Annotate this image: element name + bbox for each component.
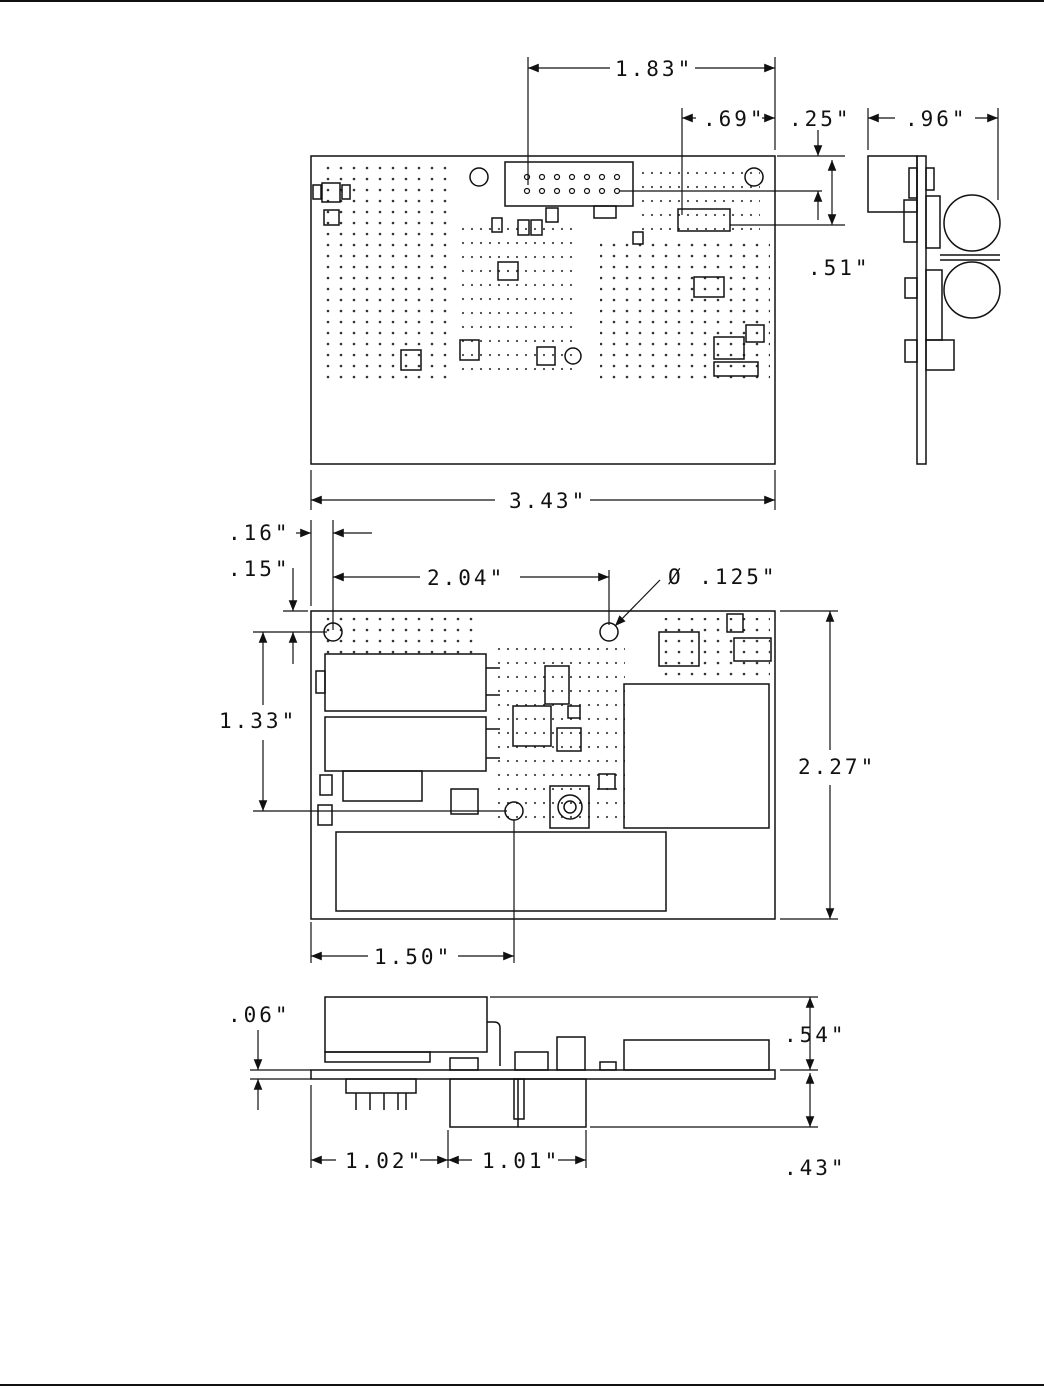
dim-0-15: .15" xyxy=(228,557,291,581)
dim-0-16: .16" xyxy=(228,521,291,545)
bottom-label-area xyxy=(336,832,666,911)
dim-hole-diameter: Ø .125" xyxy=(668,565,778,589)
dim-0-51: .51" xyxy=(808,256,871,280)
dim-0-43: .43" xyxy=(784,1156,847,1180)
dim-3-43: 3.43" xyxy=(509,489,587,513)
dim-1-50: 1.50" xyxy=(374,945,452,969)
dim-0-96: .96" xyxy=(905,107,968,131)
side-jack-1 xyxy=(944,195,1000,251)
top-view xyxy=(311,156,775,464)
dim-1-33: 1.33" xyxy=(219,709,297,733)
top-hole-left xyxy=(470,168,488,186)
bottom-view xyxy=(311,611,775,919)
bottom-module xyxy=(624,684,769,828)
dim-1-02: 1.02" xyxy=(345,1149,423,1173)
dim-0-69: .69" xyxy=(703,107,766,131)
dim-0-25: .25" xyxy=(789,107,852,131)
dim-1-01: 1.01" xyxy=(482,1149,560,1173)
dim-2-04: 2.04" xyxy=(427,566,505,590)
front-view xyxy=(311,997,775,1127)
dim-0-06: .06" xyxy=(228,1003,291,1027)
dim-2-27: 2.27" xyxy=(798,755,876,779)
side-jack-2 xyxy=(944,262,1000,318)
top-connector xyxy=(505,162,633,206)
dim-1-83: 1.83" xyxy=(615,57,693,81)
dim-0-54: .54" xyxy=(784,1023,847,1047)
side-view xyxy=(868,156,1000,464)
